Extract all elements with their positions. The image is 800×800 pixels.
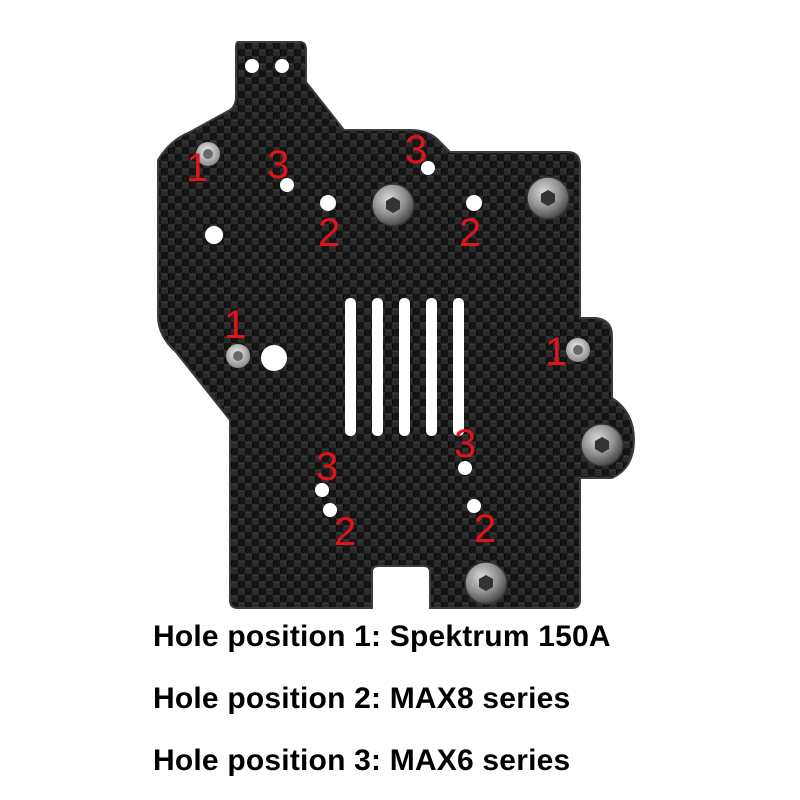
hole [275, 59, 289, 73]
bolt-head [371, 183, 415, 227]
hole [467, 499, 481, 513]
hole [245, 59, 259, 73]
bolt-head [526, 176, 570, 220]
hole [466, 195, 482, 211]
caption-hole-position-2: Hole position 2: MAX8 series [153, 682, 571, 715]
caption-hole-position-3: Hole position 3: MAX6 series [153, 744, 571, 777]
cooling-slots [345, 298, 464, 436]
washer [226, 344, 250, 368]
marker-label: 3 [267, 143, 289, 187]
marker-label: 1 [186, 146, 208, 190]
hole [205, 226, 223, 244]
bolt-head [464, 561, 508, 605]
bolt-head [580, 423, 624, 467]
plate-body [157, 41, 636, 609]
marker-label: 1 [224, 303, 246, 347]
marker-label: 3 [405, 128, 427, 172]
marker-label: 2 [474, 507, 496, 551]
hole [458, 461, 472, 475]
marker-label: 1 [545, 330, 567, 374]
caption-hole-position-1: Hole position 1: Spektrum 150A [153, 620, 611, 653]
hole [421, 161, 435, 175]
hole [323, 503, 337, 517]
hole [320, 195, 336, 211]
marker-label: 2 [459, 211, 481, 255]
hole [315, 483, 329, 497]
hole [261, 345, 287, 371]
hole [280, 178, 294, 192]
marker-label: 2 [318, 211, 340, 255]
washer [566, 338, 590, 362]
marker-label: 2 [334, 510, 356, 554]
marker-label: 3 [316, 445, 338, 489]
marker-label: 3 [454, 422, 476, 466]
washer [196, 142, 220, 166]
